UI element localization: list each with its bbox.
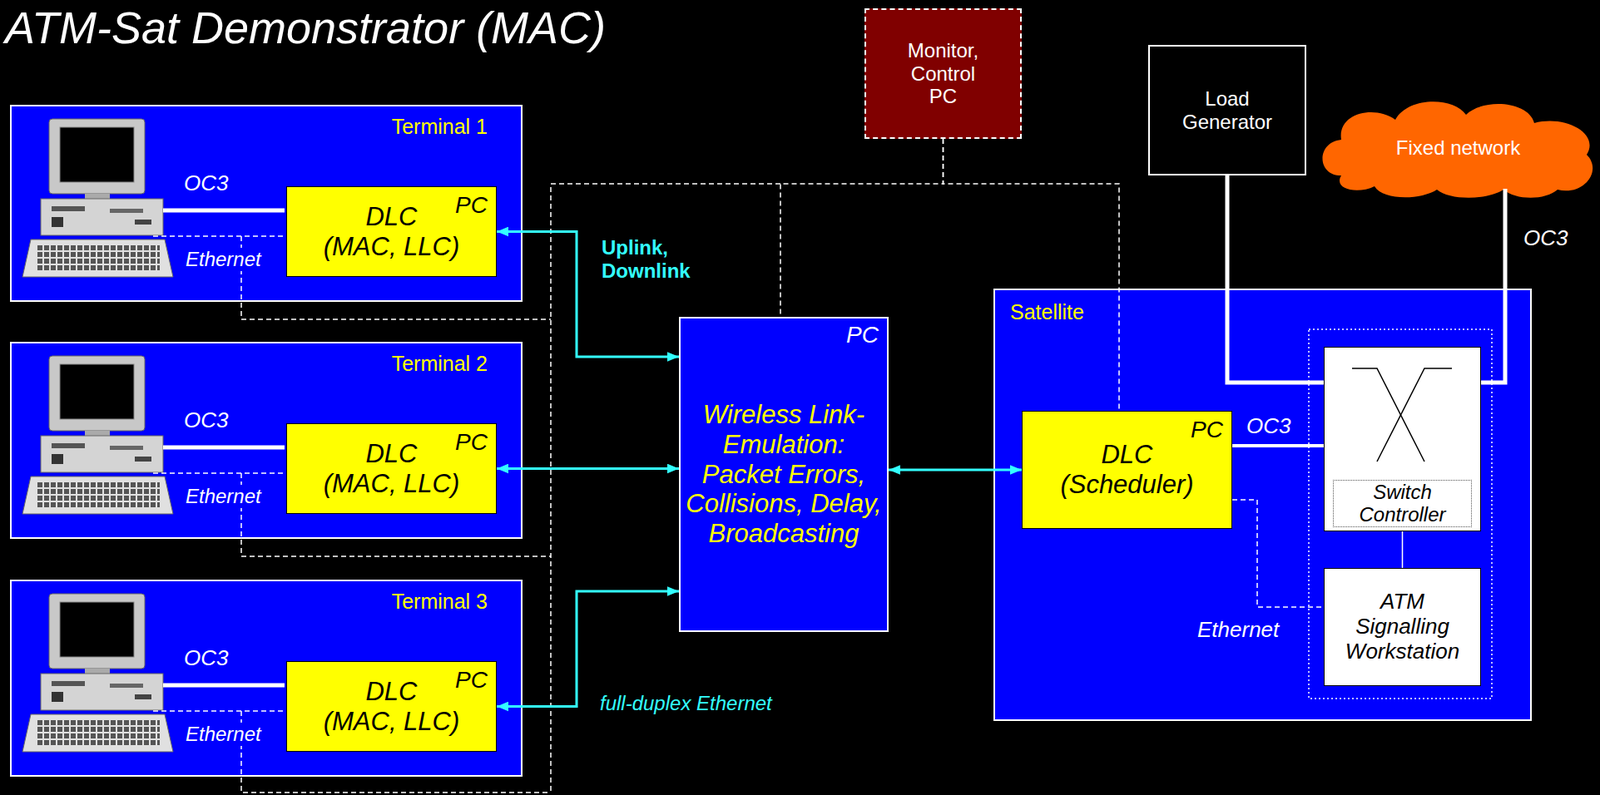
node-label: Load Generator bbox=[1169, 87, 1286, 134]
ethernet-link bbox=[241, 473, 551, 557]
node-sublabel: PC bbox=[455, 667, 488, 694]
link-label: Ethernet bbox=[1195, 618, 1281, 644]
ethernet-link bbox=[153, 472, 285, 475]
scheduler-box: DLC(Scheduler) PC bbox=[1021, 411, 1233, 530]
ethernet-link bbox=[241, 711, 551, 793]
node-label: DLC bbox=[365, 439, 417, 470]
oc3-link bbox=[163, 445, 285, 451]
connector bbox=[780, 138, 944, 318]
satellite-box: SatelliteDLC(Scheduler) PC Switch Controll… bbox=[993, 288, 1532, 722]
cloud-outline bbox=[1322, 101, 1594, 199]
node-label: DLC bbox=[1100, 440, 1153, 471]
network-cloud: Fixed network bbox=[1316, 96, 1600, 199]
connector bbox=[1481, 188, 1506, 383]
dlc-box: DLC(MAC, LLC) PC bbox=[286, 423, 497, 515]
node-label: ATM Signalling Workstation bbox=[1331, 589, 1475, 665]
node-label: Fixed network bbox=[1396, 136, 1521, 160]
monitor-box: Monitor, Control PC bbox=[864, 8, 1022, 139]
ethernet-link bbox=[241, 236, 551, 320]
link-label: full-duplex Ethernet bbox=[599, 692, 773, 716]
link-label: OC3 bbox=[1523, 226, 1568, 252]
node-sublabel: PC bbox=[455, 192, 488, 219]
connector bbox=[1401, 531, 1404, 569]
node-sublabel: (MAC, LLC) bbox=[323, 707, 461, 738]
node-label: Wireless Link- Emulation: Packet Errors,… bbox=[685, 400, 882, 549]
oc3-link bbox=[163, 683, 285, 689]
node-label: Monitor, Control PC bbox=[899, 39, 987, 109]
switch-crossing bbox=[1352, 368, 1425, 462]
switch-crossing bbox=[1377, 368, 1452, 462]
connector bbox=[1227, 175, 1324, 383]
computer-illustration bbox=[22, 118, 174, 278]
emulation-box: Wireless Link- Emulation: Packet Errors,… bbox=[678, 317, 889, 633]
node-sublabel: PC bbox=[1190, 416, 1224, 444]
ethernet-link bbox=[153, 235, 285, 238]
computer-illustration bbox=[22, 594, 174, 753]
connector-group bbox=[496, 138, 1506, 708]
node-sublabel: (MAC, LLC) bbox=[323, 469, 461, 500]
connector bbox=[496, 591, 679, 708]
link-label: Ethernet bbox=[183, 723, 263, 747]
link-label: Ethernet bbox=[183, 247, 263, 272]
signalling-box: ATM Signalling Workstation bbox=[1323, 568, 1482, 687]
node-sublabel: (MAC, LLC) bbox=[323, 232, 461, 263]
connector bbox=[496, 232, 679, 358]
oc3-link bbox=[163, 208, 285, 214]
link-label: OC3 bbox=[183, 408, 228, 434]
link-label: OC3 bbox=[183, 646, 228, 672]
link-label: OC3 bbox=[183, 171, 228, 197]
connector bbox=[1232, 444, 1324, 448]
node-label: Satellite bbox=[1010, 300, 1085, 325]
node-label: Terminal 1 bbox=[391, 114, 488, 139]
link-label: OC3 bbox=[1246, 414, 1291, 440]
terminal-box: Terminal 2 DLC(MAC, LLC) PC bbox=[9, 341, 523, 540]
node-sublabel: PC bbox=[455, 429, 488, 456]
connector bbox=[496, 467, 679, 471]
node-label: Terminal 2 bbox=[391, 351, 488, 377]
terminal-box: Terminal 1 DLC(MAC, LLC) PC bbox=[9, 104, 523, 303]
node-sublabel: (Scheduler) bbox=[1060, 470, 1194, 501]
node-label: DLC bbox=[365, 677, 417, 708]
link-label: Ethernet bbox=[183, 485, 263, 509]
control-bus bbox=[550, 183, 781, 793]
node-label: Switch Controller bbox=[1332, 480, 1472, 528]
diagram-title: ATM-Sat Demonstrator (MAC) bbox=[4, 1, 606, 54]
ethernet-link bbox=[153, 710, 285, 713]
dlc-box: DLC(MAC, LLC) PC bbox=[286, 661, 497, 753]
connector bbox=[888, 469, 1022, 472]
load-generator-box: Load Generator bbox=[1148, 44, 1307, 176]
node-label: DLC bbox=[365, 202, 417, 233]
connector bbox=[943, 138, 1120, 412]
terminal-box: Terminal 3 DLC(MAC, LLC) PC bbox=[9, 579, 523, 778]
switch-group-outline bbox=[1308, 329, 1492, 699]
dlc-box: DLC(MAC, LLC) PC bbox=[286, 186, 497, 278]
connector bbox=[1232, 500, 1324, 608]
node-sublabel: PC bbox=[846, 321, 879, 349]
node-label: Terminal 3 bbox=[391, 589, 488, 615]
link-label: Uplink, Downlink bbox=[601, 236, 719, 283]
switch-box: Switch Controller bbox=[1323, 346, 1482, 532]
computer-illustration bbox=[22, 356, 174, 515]
